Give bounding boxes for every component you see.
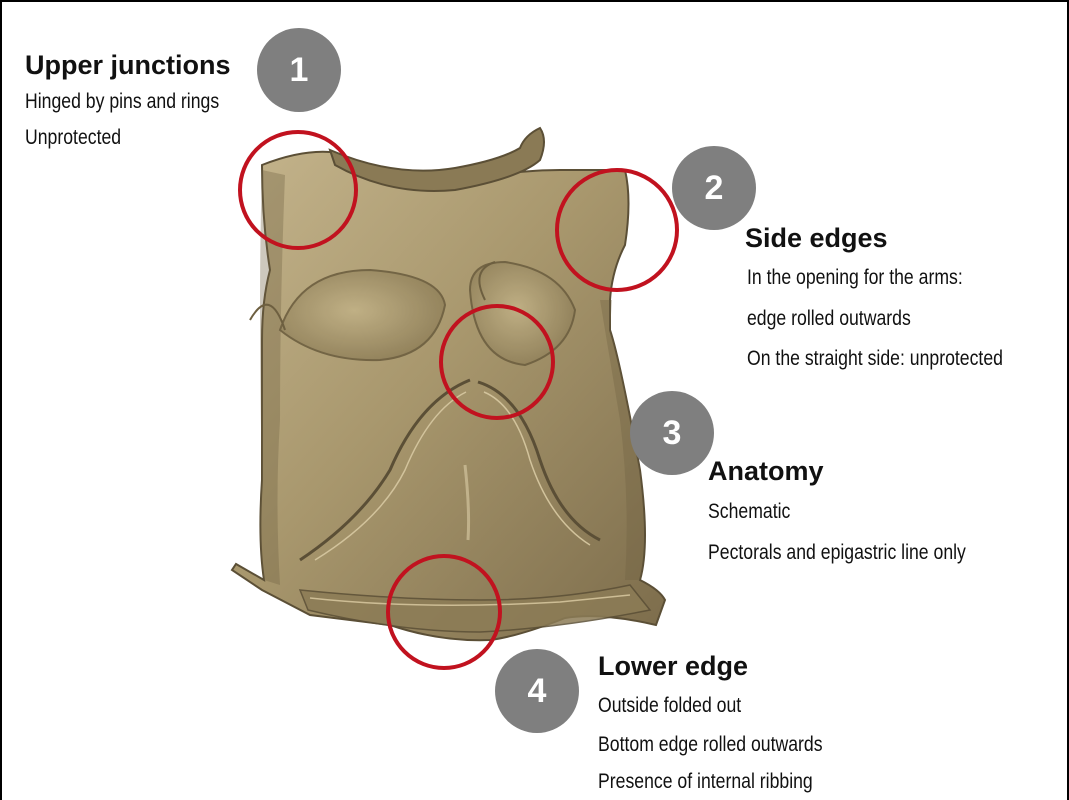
callout-4-badge: 4 xyxy=(495,649,579,733)
callout-3-line-2: Pectorals and epigastric line only xyxy=(708,541,966,565)
callout-4-line-3: Presence of internal ribbing xyxy=(598,770,813,794)
callout-3-line-1: Schematic xyxy=(708,500,790,524)
callout-4-title: Lower edge xyxy=(598,651,748,682)
breastplate-body xyxy=(232,152,665,640)
callout-1-title: Upper junctions xyxy=(25,50,231,81)
callout-4-line-1: Outside folded out xyxy=(598,694,741,718)
callout-1-line-1: Hinged by pins and rings xyxy=(25,90,219,114)
callout-4-line-2: Bottom edge rolled outwards xyxy=(598,733,823,757)
callout-2-line-3: On the straight side: unprotected xyxy=(747,347,1003,371)
callout-3-title: Anatomy xyxy=(708,456,824,487)
callout-3-badge: 3 xyxy=(630,391,714,475)
callout-1-line-2: Unprotected xyxy=(25,126,121,150)
callout-2-line-2: edge rolled outwards xyxy=(747,307,911,331)
callout-1-badge: 1 xyxy=(257,28,341,112)
callout-2-title: Side edges xyxy=(745,223,888,254)
callout-2-badge: 2 xyxy=(672,146,756,230)
callout-2-line-1: In the opening for the arms: xyxy=(747,266,963,290)
